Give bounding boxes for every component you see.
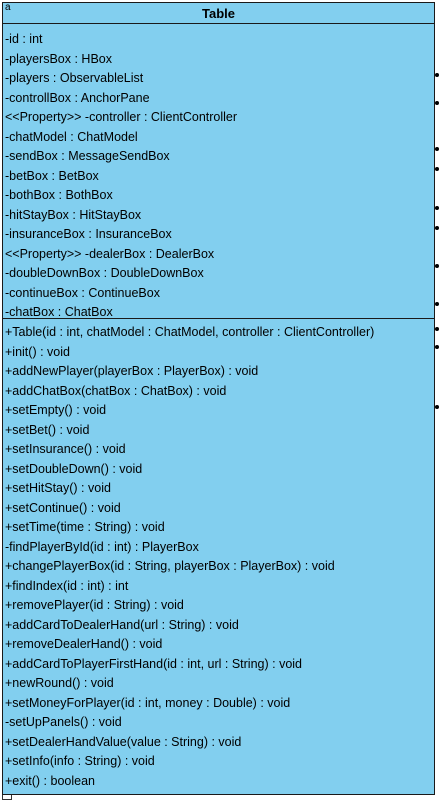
operation-item: -findPlayerById(id : int) : PlayerBox — [5, 539, 199, 554]
operations-compartment: +Table(id : int, chatModel : ChatModel, … — [3, 319, 434, 791]
attribute-item: -playersBox : HBox — [5, 51, 112, 66]
operation-item: +setInfo(info : String) : void — [5, 754, 155, 768]
attribute-item: -insuranceBox : InsuranceBox — [5, 227, 172, 241]
attribute-item: -continueBox : ContinueBox — [5, 285, 160, 300]
connector-dot — [435, 405, 439, 409]
operation-item: +addCardToDealerHand(url : String) : voi… — [5, 617, 239, 632]
operation-item: +setInsurance() : void — [5, 442, 126, 456]
operation-item: +Table(id : int, chatModel : ChatModel, … — [5, 325, 375, 339]
operation-item: +setEmpty() : void — [5, 403, 107, 417]
attribute-item: <<Property>> -dealerBox : DealerBox — [5, 246, 215, 261]
connector-dot — [435, 73, 439, 77]
operation-item: +findIndex(id : int) : int — [5, 578, 129, 593]
connector-dot — [435, 327, 439, 331]
connector-dot — [435, 226, 439, 230]
attribute-item: -doubleDownBox : DoubleDownBox — [5, 266, 204, 280]
operation-item: +setContinue() : void — [5, 500, 121, 515]
connector-dot — [435, 302, 439, 306]
operation-item: +setDoubleDown() : void — [5, 461, 143, 476]
attribute-item: -players : ObservableList — [5, 71, 144, 85]
connector-dot — [435, 206, 439, 210]
uml-class-box[interactable]: a Table -id : int -playersBox : HBox -pl… — [2, 2, 435, 795]
operation-item: +setBet() : void — [5, 422, 90, 437]
operation-item: +addChatBox(chatBox : ChatBox) : void — [5, 383, 227, 398]
connector-dot — [435, 167, 439, 171]
operation-item: +setTime(time : String) : void — [5, 520, 165, 534]
bottom-corner-mark — [2, 795, 12, 800]
operation-item: +exit() : boolean — [5, 773, 95, 788]
operation-item: +removeDealerHand() : void — [5, 637, 163, 651]
connector-dot — [435, 101, 439, 105]
connector-dot — [435, 345, 439, 349]
operation-item: +setHitStay() : void — [5, 481, 111, 495]
attribute-item: -sendBox : MessageSendBox — [5, 149, 170, 163]
attribute-item: -hitStayBox : HitStayBox — [5, 207, 142, 222]
attribute-item: -controllBox : AnchorPane — [5, 90, 150, 105]
connector-dot — [435, 147, 439, 151]
operation-item: +removePlayer(id : String) : void — [5, 598, 184, 612]
attribute-item: -id : int — [5, 32, 43, 46]
corner-mark: a — [5, 2, 11, 13]
connector-dot — [435, 264, 439, 268]
operation-item: -setUpPanels() : void — [5, 715, 122, 729]
operation-item: +init() : void — [5, 344, 70, 359]
operation-item: +setDealerHandValue(value : String) : vo… — [5, 734, 242, 749]
operation-item: +changePlayerBox(id : String, playerBox … — [5, 559, 335, 573]
class-name: Table — [3, 3, 434, 24]
attribute-item: -betBox : BetBox — [5, 168, 99, 183]
operation-item: +addNewPlayer(playerBox : PlayerBox) : v… — [5, 364, 259, 378]
operation-item: +addCardToPlayerFirstHand(id : int, url … — [5, 656, 302, 671]
operation-item: +setMoneyForPlayer(id : int, money : Dou… — [5, 695, 291, 710]
operation-item: +newRound() : void — [5, 676, 114, 690]
attribute-item: <<Property>> -controller : ClientControl… — [5, 110, 238, 124]
attribute-item: -chatBox : ChatBox — [5, 305, 113, 319]
attributes-compartment: -id : int -playersBox : HBox -players : … — [3, 24, 434, 319]
attribute-item: -chatModel : ChatModel — [5, 129, 138, 144]
attribute-item: -bothBox : BothBox — [5, 188, 113, 202]
